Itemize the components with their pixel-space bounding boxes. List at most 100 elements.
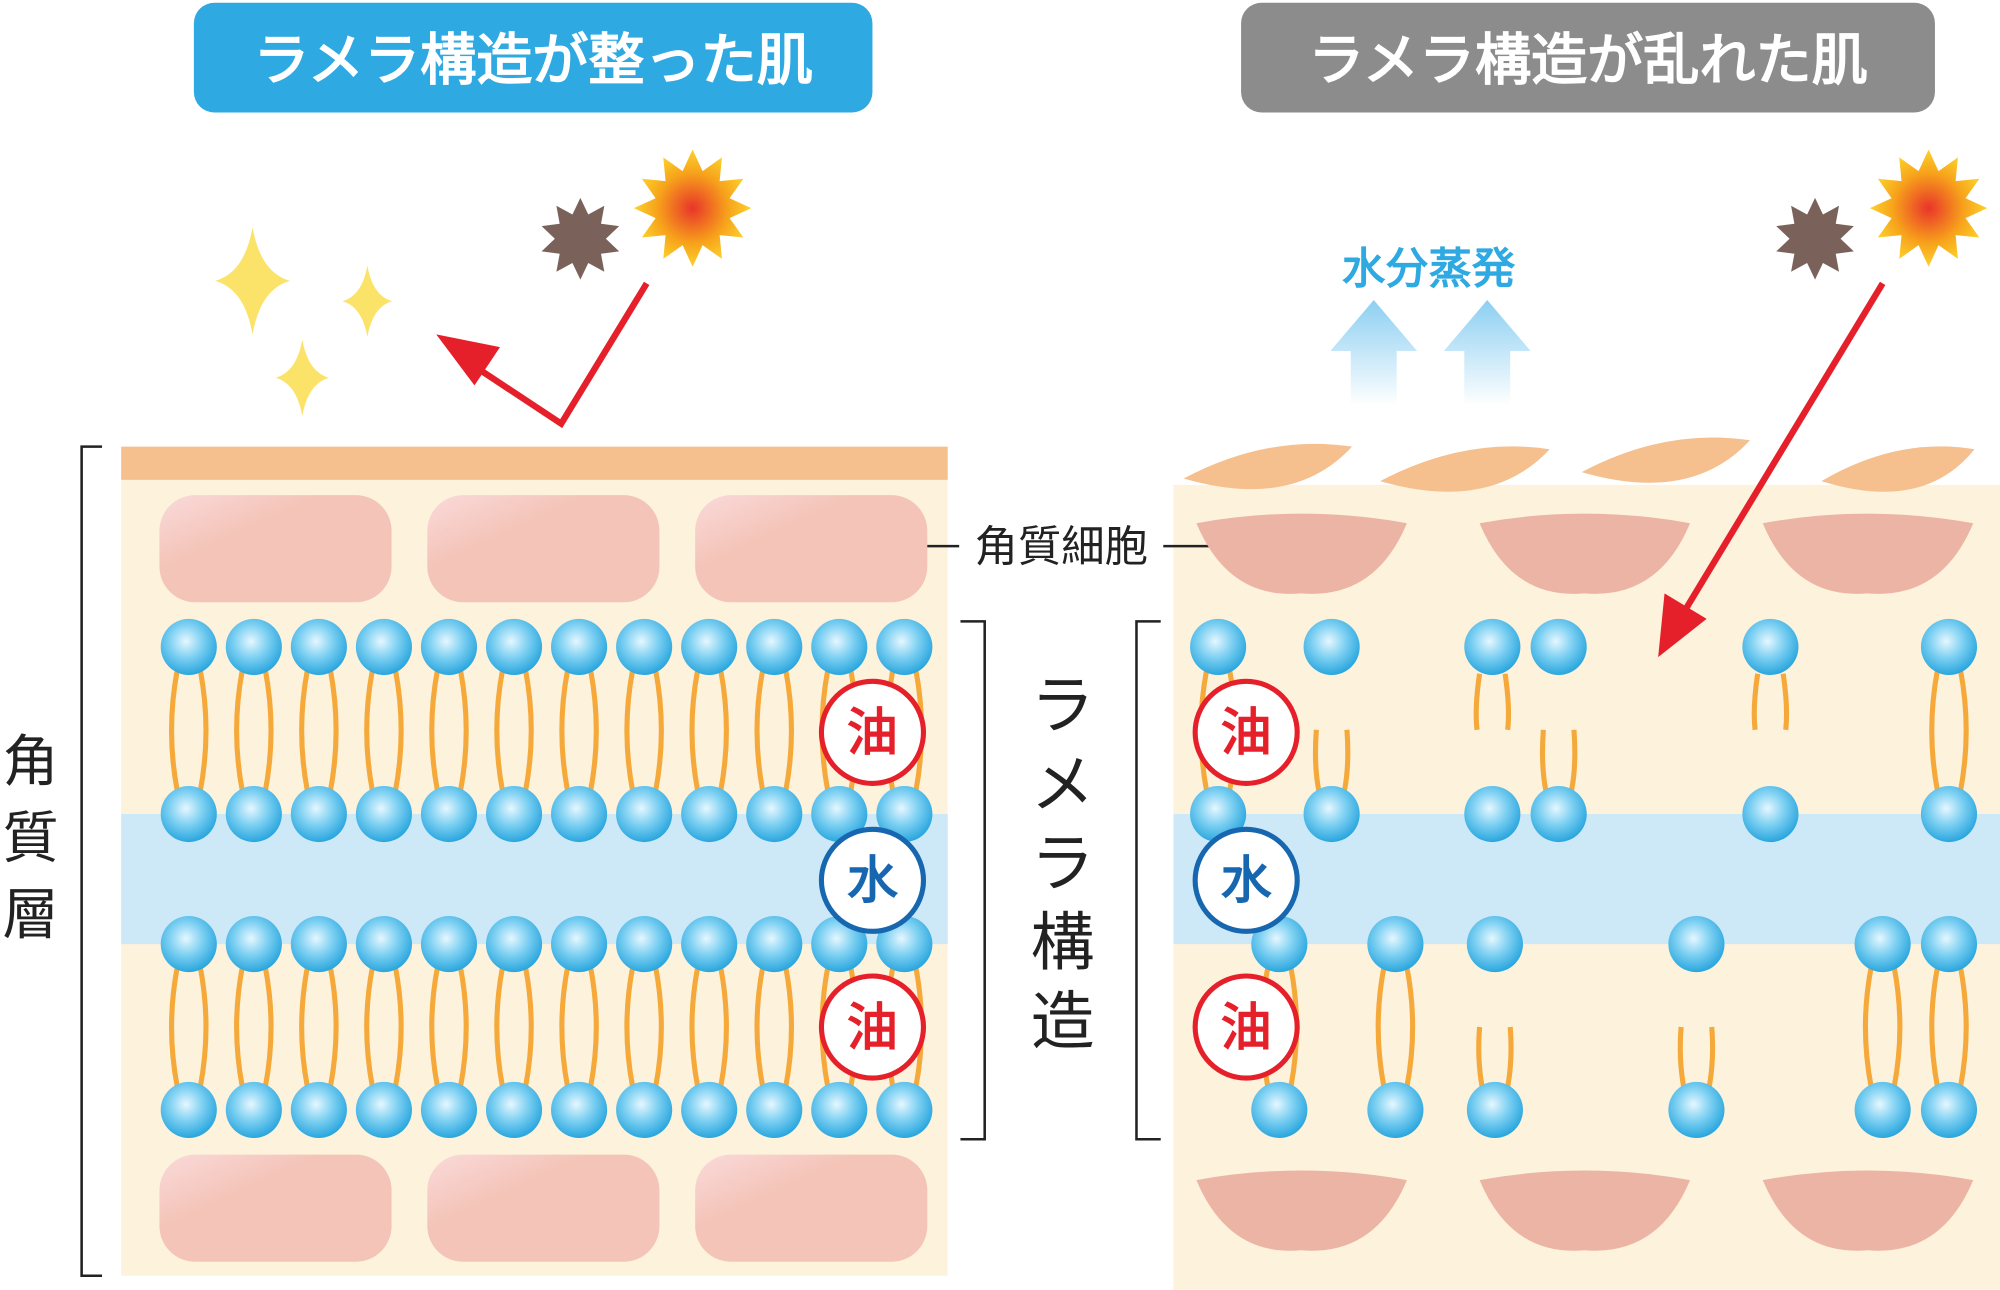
lipid-head [1466,916,1523,973]
lipid-head [1190,785,1247,843]
lipid-tail [588,669,599,792]
water-badge-text: 水 [1221,852,1273,911]
lipid-head [746,785,803,843]
lamellar-bracket-left [960,620,986,1141]
svg-text:メ: メ [1031,748,1095,822]
lipid-head [681,785,738,843]
lipid-head [160,1081,217,1138]
lamellar-bracket-right [1135,620,1161,1141]
lipid-tail [1473,673,1512,731]
sparkle-icon [275,339,330,417]
water-badge: 水 [1192,826,1300,934]
corneocyte-cell [695,1154,928,1262]
lipid-tail [689,669,701,792]
lipid-head [1854,1081,1911,1138]
svg-text:層: 層 [3,883,59,948]
oil-badge-ring [818,973,927,1081]
lipid-tail [392,669,404,792]
oil-badge: 油 [1192,678,1300,786]
corneocyte-cell [1479,513,1691,594]
flaking-surface-scale [1380,446,1550,492]
lipid-head [290,785,347,843]
pollutant-icon [541,197,620,280]
lipid-tail [653,669,664,792]
lipid-head [225,618,282,675]
corneocyte-cell [1196,513,1407,594]
lipid-head [1464,785,1521,843]
lipid-head [551,618,608,675]
lipid-tail [1929,966,1941,1088]
svg-text:造: 造 [1031,986,1095,1060]
healthy-skin-title: ラメラ構造が整った肌 [193,2,873,113]
lipid-tail [718,966,729,1088]
lipid-tail [523,669,534,792]
corneocyte-cell [1762,1170,1974,1251]
water-badge-ring [818,826,927,934]
lipid-tail [783,669,795,792]
water-badge: 水 [818,826,927,934]
lipid-head [1742,785,1799,843]
lipid-head [1920,785,1978,843]
lipid-head [1466,1081,1523,1138]
sun-uv-icon [633,149,752,267]
lipid-head [1190,618,1247,675]
lipid-head [1668,1081,1725,1138]
lipid-tail [754,669,766,792]
lipid-head [811,1081,868,1138]
lipid-head [1854,916,1911,973]
lipid-tail [624,966,636,1088]
lipid-head [616,1081,673,1138]
oil-badge-text: 油 [1221,999,1272,1058]
lipid-head [876,785,933,843]
lipid-tail [1539,729,1578,792]
damaged-title-text: ラメラ構造が乱れた肌 [1308,28,1867,93]
lipid-tail [494,966,506,1088]
stratum-corneum-label: 角 質 層 [3,730,59,948]
lipid-head [420,916,478,973]
lipid-head [551,785,608,843]
lipid-tail [234,669,245,792]
svg-text:構: 構 [1031,907,1095,981]
oil-badge-text: 油 [847,999,898,1058]
corneocyte-cell [1479,1170,1691,1251]
lipid-head [355,1081,412,1138]
lipid-head [355,916,412,973]
lipid-head [811,618,868,675]
corneocyte-label: 角質細胞 [975,522,1148,572]
lipid-head [681,1081,738,1138]
lipid-head [876,618,933,675]
sparkle-icon [215,227,291,335]
lipid-head [290,1081,347,1138]
lipid-head [616,618,673,675]
lipid-head [876,1081,933,1138]
lipid-tail [559,966,571,1088]
oil-badge: 油 [818,973,927,1081]
lipid-head [225,916,282,973]
lipid-tail [1929,669,1941,792]
svg-text:角: 角 [3,730,59,795]
lipid-tail [327,669,339,792]
lipid-head [1303,785,1360,843]
lipid-tail [1312,729,1351,792]
lipid-tail [262,966,274,1088]
lipid-tail [429,669,441,792]
skin-surface [121,446,948,480]
evaporation-arrow-icon [1443,299,1531,406]
lipid-tail [588,966,599,1088]
corneocyte-cell [1762,513,1974,594]
svg-text:ラ: ラ [1031,827,1095,901]
lipid-tail [429,966,441,1088]
lipid-tail [1891,966,1903,1088]
lipid-head [551,1081,608,1138]
lipid-head [485,916,543,973]
lipid-head [746,916,803,973]
corneocyte-cell [159,495,392,603]
lipid-head [746,618,803,675]
lipid-head [1303,618,1360,675]
lipid-head [420,785,478,843]
lipid-head [1668,916,1725,973]
lipid-head [1920,618,1978,675]
lipid-tail [169,669,180,792]
lipid-head [225,785,282,843]
